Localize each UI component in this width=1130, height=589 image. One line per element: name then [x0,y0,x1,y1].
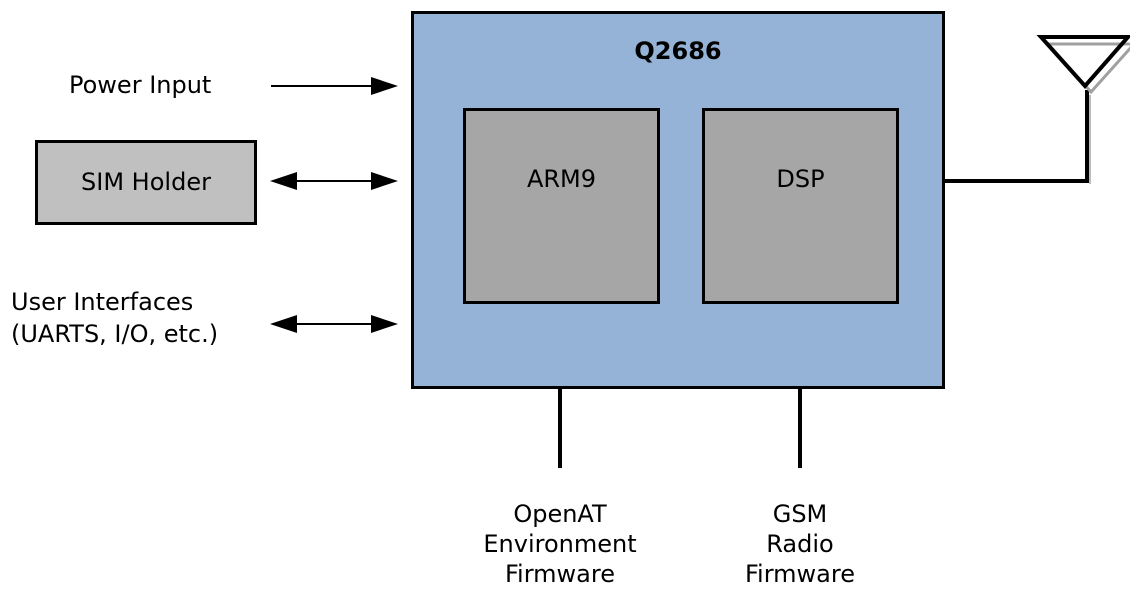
power-input-arrow [271,77,398,95]
gsm-line-1: GSM [772,500,828,528]
user-interfaces-detail-label: (UARTS, I/O, etc.) [11,320,219,348]
gsm-line-3: Firmware [745,560,855,588]
power-input-label: Power Input [69,71,212,99]
module-title: Q2686 [634,37,722,65]
openat-line-1: OpenAT [513,500,607,528]
antenna-icon [1036,35,1130,95]
openat-line-3: Firmware [505,560,615,588]
openat-firmware-label: OpenAT Environment Firmware [460,499,660,589]
dsp-label: DSP [776,165,825,193]
user-interfaces-label: User Interfaces [11,288,194,316]
gsm-line-2: Radio [766,530,834,558]
gsm-firmware-label: GSM Radio Firmware [700,499,900,589]
user-interfaces-arrow [270,315,398,333]
arm9-processor: ARM9 [463,108,660,304]
arm9-label: ARM9 [526,165,597,193]
antenna-wire [945,90,1091,184]
sim-holder-box: SIM Holder [35,140,257,225]
openat-line-2: Environment [483,530,637,558]
sim-holder-label: SIM Holder [81,168,211,196]
sim-holder-arrow [270,172,398,190]
dsp-processor: DSP [702,108,899,304]
